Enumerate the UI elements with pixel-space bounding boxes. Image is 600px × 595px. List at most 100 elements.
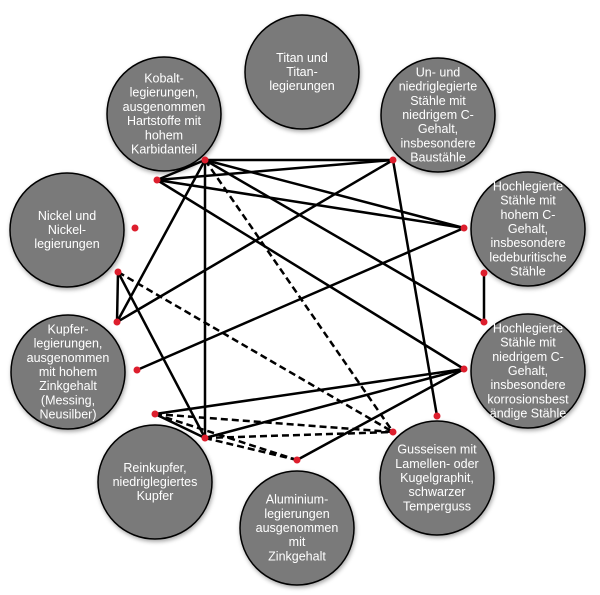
anchor-dot-aluminium-0 xyxy=(293,456,301,464)
material-label-line: Temperguss xyxy=(403,499,471,513)
dashed-connection-kobalt-gusseisen xyxy=(203,159,395,433)
material-label-line: niedrigem C- xyxy=(402,108,474,122)
solid-connection-kobalt-kupfer xyxy=(115,159,207,323)
material-label-line: ändige Stähle xyxy=(490,407,567,421)
material-node-un-niedriglegiert xyxy=(380,57,496,173)
material-label-line: ausgenommen xyxy=(27,351,110,365)
anchor-dot-kupfer-2 xyxy=(151,410,159,418)
material-label-line: legierungen, xyxy=(34,337,103,351)
material-label-line: Karbidanteil xyxy=(131,143,197,157)
material-label-line: Gehalt, xyxy=(508,222,548,236)
material-node-hochlegiert-hoher-c xyxy=(470,171,586,287)
material-label-line: Stähle xyxy=(510,265,545,279)
material-label-line: legierungen xyxy=(34,237,99,251)
material-label-line: Un- und xyxy=(416,65,461,79)
material-label-line: Kupfer- xyxy=(48,322,89,336)
edges-layer xyxy=(115,158,486,462)
material-label-line: Hochlegierte xyxy=(493,321,563,335)
material-node-kupfer xyxy=(10,314,126,430)
dashed-connection-kupfer-aluminium xyxy=(154,412,298,462)
dashed-connection-reinkupfer-aluminium xyxy=(204,436,298,462)
anchor-dot-nickel-2 xyxy=(114,268,122,276)
anchor-dot-gusseisen-0 xyxy=(389,428,397,436)
material-node-gusseisen xyxy=(379,420,495,536)
solid-connection-kobalt-nickel xyxy=(156,158,206,182)
material-label-line: mit hohem xyxy=(39,365,97,379)
material-label-line: niedriglegiertes xyxy=(113,475,198,489)
material-label-line: Hochlegierte xyxy=(493,179,563,193)
anchor-dots-layer xyxy=(113,156,488,464)
anchor-dot-kobalt-0 xyxy=(201,156,209,164)
material-label-line: insbesondere xyxy=(490,378,565,392)
anchor-dot-gusseisen-1 xyxy=(433,412,441,420)
material-label-line: Stähle mit xyxy=(500,336,556,350)
material-label-line: Kugelgraphit, xyxy=(400,471,474,485)
material-label-line: Nickel- xyxy=(48,223,86,237)
material-label-line: Gehalt, xyxy=(418,122,458,136)
dashed-connection-kupfer-gusseisen xyxy=(154,412,394,434)
material-label-line: hohem xyxy=(145,128,183,142)
solid-connection-hochlegiert-niedriger-c-reinkupfer xyxy=(204,367,465,440)
anchor-dot-kupfer-0 xyxy=(113,318,121,326)
circles-layer xyxy=(9,14,586,586)
solid-connection-nickel-kupfer xyxy=(115,271,120,323)
solid-connection-un-niedriglegiert-nickel xyxy=(156,158,394,182)
material-label-line: schwarzer xyxy=(409,485,466,499)
material-label-line: mit xyxy=(289,535,306,549)
material-label-line: niedrigem C- xyxy=(492,350,564,364)
material-label-line: insbesondere xyxy=(490,236,565,250)
material-label-line: (Messing, xyxy=(41,393,95,407)
anchor-dot-hochlegiert-niedriger-c-1 xyxy=(460,365,468,373)
material-label-line: Gehalt, xyxy=(508,364,548,378)
material-label-line: Hartstoffe mit xyxy=(127,114,202,128)
material-label-line: niedriglegierte xyxy=(399,80,478,94)
material-node-hochlegiert-niedriger-c xyxy=(470,313,586,429)
material-label-line: Kupfer xyxy=(137,489,174,503)
material-label-line: Stähle mit xyxy=(410,94,466,108)
anchor-dot-reinkupfer-0 xyxy=(201,434,209,442)
material-label-line: Reinkupfer, xyxy=(123,461,186,475)
material-label-line: Aluminium- xyxy=(266,493,329,507)
dashed-connection-reinkupfer-gusseisen xyxy=(204,430,394,440)
solid-connection-kupfer-reinkupfer xyxy=(154,412,206,440)
material-node-aluminium xyxy=(239,470,355,586)
material-label-line: Baustähle xyxy=(410,151,466,165)
dashed-connection-nickel-gusseisen xyxy=(117,270,394,434)
material-label-line: Nickel und xyxy=(38,209,96,223)
material-label-line: insbesondere xyxy=(400,136,475,150)
material-label-line: ledeburitische xyxy=(489,250,566,264)
anchor-dot-nickel-0 xyxy=(153,176,161,184)
anchor-dot-hochlegiert-niedriger-c-0 xyxy=(480,318,488,326)
material-label-line: legierungen xyxy=(264,507,329,521)
material-label-line: legierungen, xyxy=(130,86,199,100)
solid-connection-hochlegiert-hoher-c-nickel xyxy=(156,178,465,230)
anchor-dot-hochlegiert-hoher-c-0 xyxy=(460,224,468,232)
anchor-dot-nickel-1 xyxy=(131,224,139,232)
material-label-line: Titan und xyxy=(276,51,328,65)
material-label-line: Lamellen- oder xyxy=(395,457,478,471)
anchor-dot-kupfer-1 xyxy=(133,366,141,374)
material-label-line: Gusseisen mit xyxy=(397,443,477,457)
material-label-line: Stähle mit xyxy=(500,194,556,208)
material-label-line: Neusilber) xyxy=(40,408,97,422)
solid-connection-kobalt-hochlegiert-niedriger-c xyxy=(204,158,485,324)
material-label-line: Kobalt- xyxy=(144,72,184,86)
material-label-line: ausgenommen xyxy=(123,100,206,114)
material-label-line: legierungen xyxy=(269,79,334,93)
anchor-dot-un-niedriglegiert-0 xyxy=(389,156,397,164)
solid-connection-nickel-reinkupfer xyxy=(116,271,207,439)
material-label-line: hohem C- xyxy=(501,208,556,222)
material-node-nickel xyxy=(9,172,125,288)
material-label-line: korrosionsbest xyxy=(487,392,569,406)
